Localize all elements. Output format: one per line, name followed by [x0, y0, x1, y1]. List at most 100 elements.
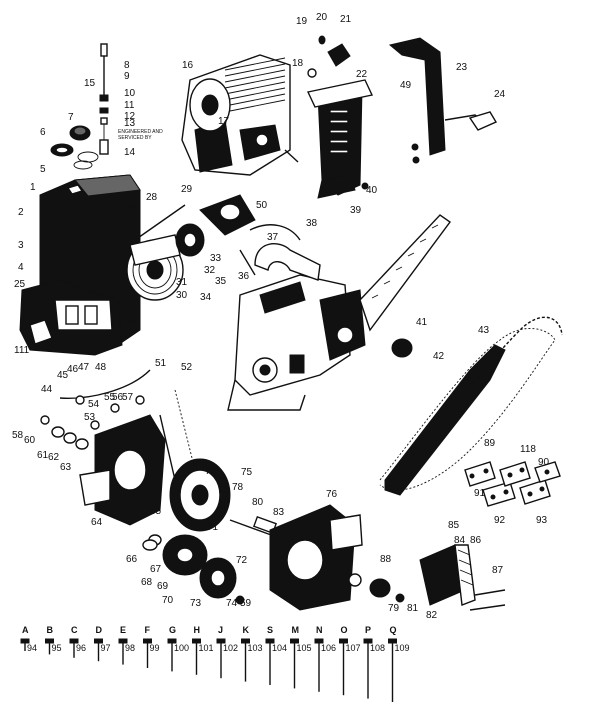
callout-118: 118: [520, 444, 536, 455]
fastener-letter: M: [292, 625, 300, 635]
callout-9: 9: [124, 71, 130, 82]
callout-47: 47: [78, 362, 90, 373]
fastener-number: 102: [223, 643, 238, 653]
callout-68: 68: [141, 577, 153, 588]
callout-20: 20: [316, 12, 328, 23]
callout-24: 24: [494, 89, 506, 100]
callout-39: 39: [350, 205, 362, 216]
callout-4: 4: [18, 262, 24, 273]
callout-56: 56: [112, 392, 124, 403]
callout-64: 64: [91, 517, 103, 528]
callout-91: 91: [474, 488, 486, 499]
fastener-letter: O: [341, 625, 348, 635]
callout-87: 87: [492, 565, 504, 576]
callout-21: 21: [340, 14, 352, 25]
fastener-C: C 96: [69, 625, 86, 658]
callout-28: 28: [146, 192, 158, 203]
callout-3: 3: [18, 240, 24, 251]
fastener-letter: K: [243, 625, 250, 635]
callout-78: 78: [232, 482, 244, 493]
callout-58: 58: [12, 430, 24, 441]
callout-19: 19: [296, 16, 308, 27]
callout-83: 83: [273, 507, 285, 518]
callout-54: 54: [88, 399, 100, 410]
callout-70: 70: [162, 595, 174, 606]
spark-wire: [59, 369, 151, 405]
assembled-chainsaw: [227, 214, 451, 411]
callout-13: 13: [124, 118, 136, 129]
guide-bar-and-chain: [379, 316, 563, 496]
callout-51: 51: [155, 358, 167, 369]
front-handle: [388, 37, 498, 164]
callout-1: 1: [30, 182, 36, 193]
fastener-A: A94: [20, 625, 37, 653]
fastener-letter: P: [365, 625, 371, 635]
callout-79: 79: [388, 603, 400, 614]
fastener-B: B95: [45, 625, 62, 655]
callout-90: 90: [538, 457, 550, 468]
fastener-letter: E: [120, 625, 126, 635]
callout-32: 32: [204, 265, 216, 276]
callout-86: 86: [470, 535, 482, 546]
fastener-F: F99: [143, 625, 160, 668]
callout-61: 61: [37, 450, 49, 461]
fastener-S: S 104: [265, 625, 287, 685]
fastener-letter: C: [71, 625, 78, 635]
callout-15: 15: [84, 78, 96, 89]
fastener-number: 96: [76, 643, 86, 653]
callout-33: 33: [210, 253, 222, 264]
washers-and-screws: [40, 389, 196, 551]
callout-34: 34: [200, 292, 212, 303]
callout-37: 37: [267, 232, 279, 243]
callout-12: 12: [124, 111, 136, 122]
callout-14: 14: [124, 147, 136, 158]
fastener-number: 94: [27, 643, 37, 653]
callout-35: 35: [215, 276, 227, 287]
callout-71: 71: [207, 522, 219, 533]
callout-57: 57: [122, 392, 134, 403]
callout-88: 88: [380, 554, 392, 565]
callout-80: 80: [252, 497, 264, 508]
callout-27: 27: [126, 202, 138, 213]
callout-16: 16: [182, 60, 194, 71]
callout-74: 74: [226, 598, 238, 609]
callout-60: 60: [24, 435, 36, 446]
fastener-letter: G: [169, 625, 176, 635]
fastener-number: 97: [101, 643, 111, 653]
callout-55: 55: [104, 392, 116, 403]
callout-111: 111: [14, 345, 30, 356]
fuel-cap-parts: [50, 125, 99, 170]
callout-72: 72: [236, 555, 248, 566]
fastener-number: 99: [150, 643, 160, 653]
chain-link-parts: [464, 461, 561, 507]
callout-93: 93: [536, 515, 548, 526]
callout-41: 41: [416, 317, 428, 328]
callout-92: 92: [494, 515, 506, 526]
callout-17: 17: [218, 116, 230, 127]
callout-44: 44: [41, 384, 53, 395]
callout-25: 25: [14, 279, 26, 290]
callout-29: 29: [181, 184, 193, 195]
flywheel: [169, 458, 231, 532]
fastener-letter: D: [96, 625, 103, 635]
callout-40: 40: [366, 185, 378, 196]
fastener-letter: Q: [390, 625, 397, 635]
callout-65: 65: [150, 506, 162, 517]
fastener-number: 103: [248, 643, 263, 653]
fastener-letter: S: [267, 625, 273, 635]
callout-5: 5: [40, 164, 46, 175]
clutch-assembly: [148, 534, 245, 605]
callout-52: 52: [181, 362, 193, 373]
callout-38: 38: [306, 218, 318, 229]
callout-8: 8: [124, 60, 130, 71]
callout-23: 23: [456, 62, 468, 73]
callout-46: 46: [67, 364, 79, 375]
fastener-number: 104: [272, 643, 287, 653]
